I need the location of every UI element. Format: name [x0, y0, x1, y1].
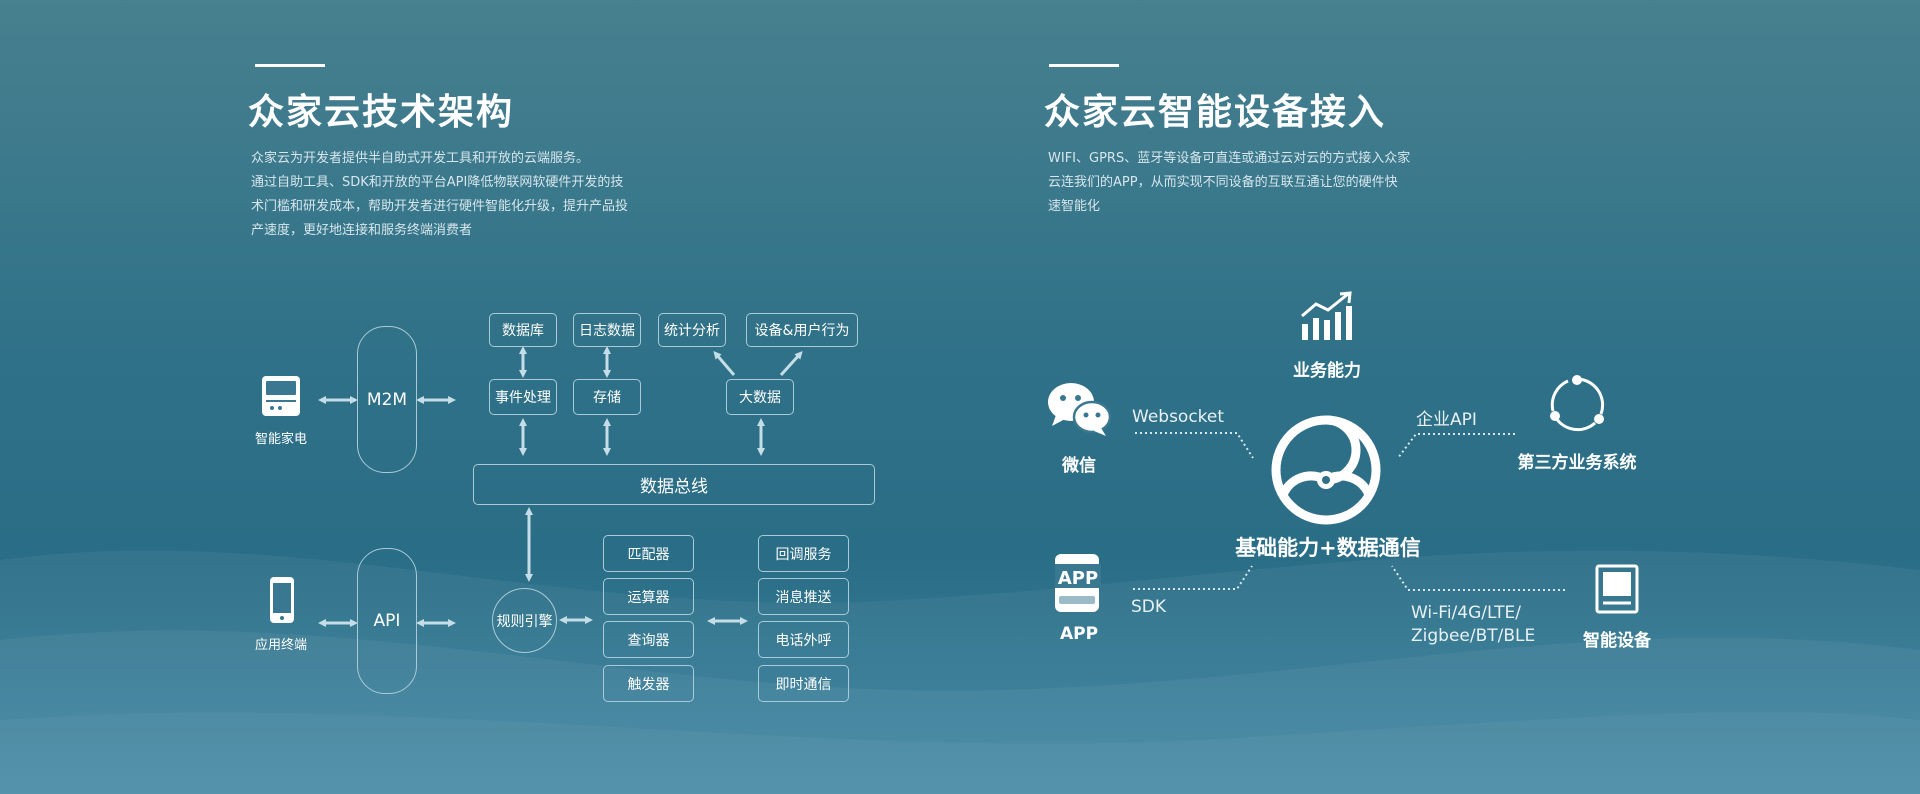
third-party-system-label: 第三方业务系统: [1517, 453, 1637, 473]
matcher-box: 匹配器: [603, 535, 694, 572]
statistics-box: 统计分析: [658, 313, 726, 347]
left-desc-line: 众家云为开发者提供半自助式开发工具和开放的云端服务。: [251, 151, 590, 166]
event-processing-box: 事件处理: [489, 379, 557, 415]
big-data-box: 大数据: [726, 379, 794, 415]
right-desc-line: WIFI、GPRS、蓝牙等设备可直连或通过云对云的方式接入众家: [1048, 151, 1411, 166]
right-description: WIFI、GPRS、蓝牙等设备可直连或通过云对云的方式接入众家 云连我们的APP…: [1048, 147, 1410, 219]
protocols-label-line1: Wi-Fi/4G/LTE/: [1411, 603, 1521, 623]
data-bus: 数据总线: [473, 464, 875, 505]
right-title-accent: [1049, 64, 1119, 67]
enterprise-api-label: 企业API: [1416, 410, 1477, 430]
websocket-label: Websocket: [1132, 407, 1225, 427]
smart-appliance-icon: [262, 376, 300, 416]
business-capability-label: 业务能力: [1293, 361, 1361, 381]
bar-chart-icon: [1301, 291, 1352, 340]
wechat-label: 微信: [1062, 456, 1096, 476]
app-icon-text: APP: [1057, 568, 1099, 589]
sdk-label: SDK: [1131, 597, 1167, 617]
app-label: APP: [1059, 624, 1099, 644]
smart-device-label: 智能设备: [1583, 631, 1651, 651]
message-push-box: 消息推送: [758, 578, 849, 615]
right-title: 众家云智能设备接入: [1044, 92, 1387, 133]
protocols-label-line2: Zigbee/BT/BLE: [1411, 626, 1536, 646]
trigger-box: 触发器: [603, 665, 694, 702]
m2m-gateway: M2M: [357, 326, 417, 473]
smart-device-icon: [1595, 564, 1639, 614]
left-desc-line: 产速度，更好地连接和服务终端消费者: [251, 223, 473, 238]
database-box: 数据库: [489, 313, 557, 347]
device-user-behavior-box: 设备&用户行为: [746, 313, 858, 347]
core-capability-label: 基础能力+数据通信: [1235, 536, 1421, 560]
app-terminal-label: 应用终端: [254, 638, 307, 653]
cloud-logo-icon: [1271, 415, 1381, 525]
left-description: 众家云为开发者提供半自助式开发工具和开放的云端服务。 通过自助工具、SDK和开放…: [251, 147, 628, 243]
left-title: 众家云技术架构: [248, 92, 515, 133]
querier-box: 查询器: [603, 621, 694, 658]
api-gateway: API: [357, 548, 417, 694]
phone-call-box: 电话外呼: [758, 621, 849, 658]
wechat-icon: [1048, 383, 1112, 436]
storage-box: 存储: [573, 379, 641, 415]
right-desc-line: 云连我们的APP，从而实现不同设备的互联互通让您的硬件快: [1048, 175, 1398, 190]
left-desc-line: 通过自助工具、SDK和开放的平台API降低物联网软硬件开发的技: [251, 175, 624, 190]
left-desc-line: 术门槛和研发成本，帮助开发者进行硬件智能化升级，提升产品投: [251, 199, 629, 214]
phone-icon: [270, 577, 294, 623]
right-desc-line: 速智能化: [1048, 199, 1101, 214]
instant-message-box: 即时通信: [758, 665, 849, 702]
app-icon: [1055, 554, 1101, 612]
calculator-box: 运算器: [603, 578, 694, 615]
callback-service-box: 回调服务: [758, 535, 849, 572]
cycle-icon: [1550, 375, 1605, 432]
rule-engine: 规则引擎: [492, 588, 557, 653]
log-data-box: 日志数据: [573, 313, 641, 347]
left-title-accent: [255, 64, 325, 67]
smart-appliance-label: 智能家电: [254, 432, 307, 447]
